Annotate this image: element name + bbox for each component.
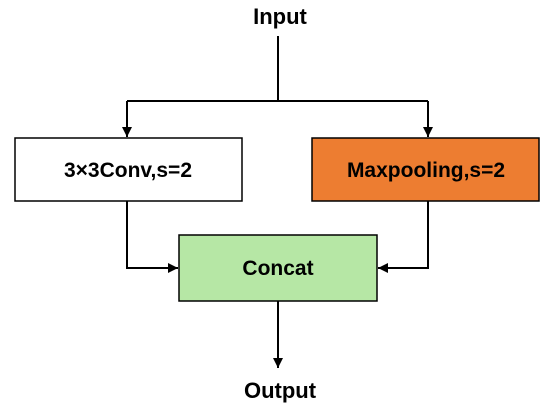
edge-conv-to-concat [126, 201, 178, 273]
maxpool-node: Maxpooling,s=2 [311, 137, 540, 202]
edge-maxpool-to-concat [378, 201, 429, 273]
maxpool-label: Maxpooling,s=2 [347, 159, 505, 182]
concat-label: Concat [242, 257, 313, 280]
conv-node: 3×3Conv,s=2 [14, 137, 243, 202]
maxpool-box [311, 137, 540, 202]
edges [122, 36, 433, 368]
conv-box [14, 137, 243, 202]
concat-node: Concat [178, 234, 378, 302]
input-label: Input [253, 4, 307, 29]
output-label: Output [244, 378, 317, 403]
concat-box [178, 234, 378, 302]
conv-label: 3×3Conv,s=2 [64, 159, 192, 182]
